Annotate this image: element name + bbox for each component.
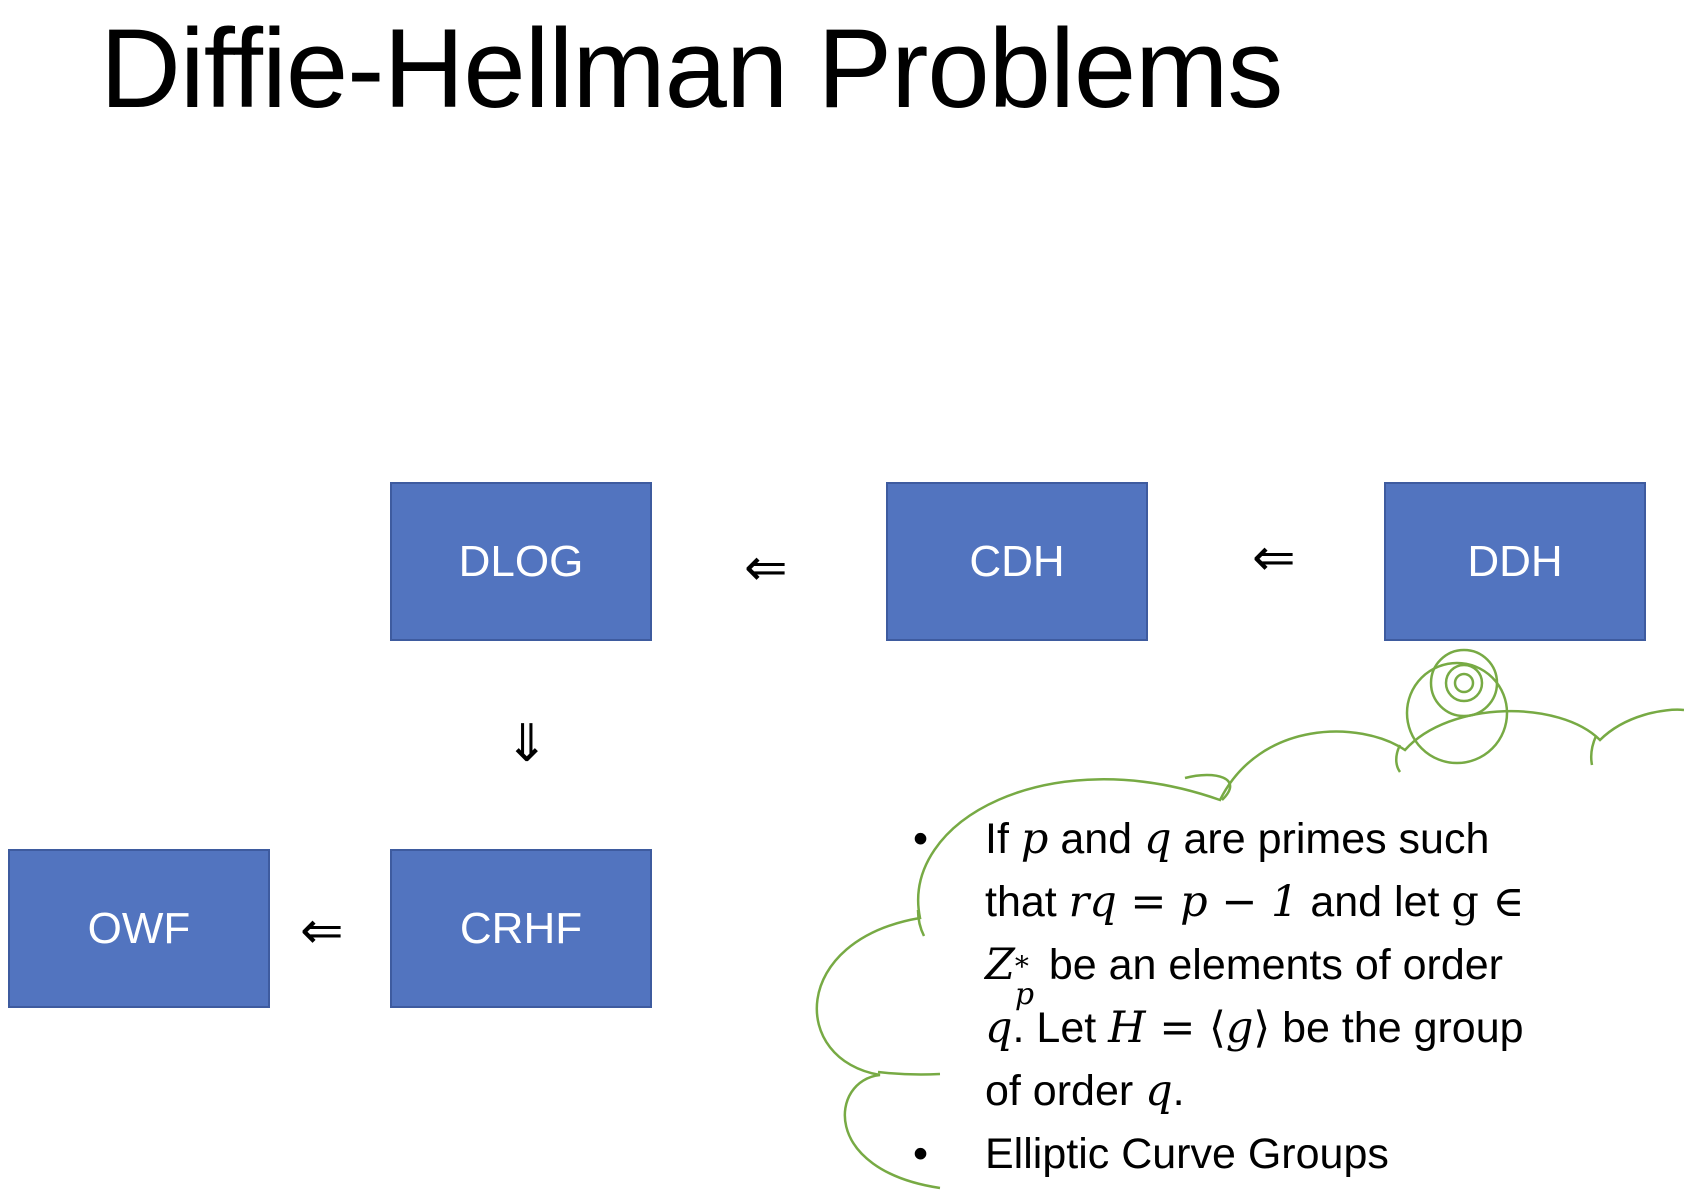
thought-bubble-large <box>1405 661 1509 765</box>
cloud-note-item-2: • Elliptic Curve Groups <box>913 1123 1684 1186</box>
ddh-label: DDH <box>1467 536 1563 586</box>
crhf-box: CRHF <box>390 849 652 1008</box>
note-text: and let <box>1298 878 1452 926</box>
math-Z-sub: p <box>1014 977 1035 1012</box>
thought-bubble-medium <box>1429 648 1499 718</box>
math-Z: Z <box>985 940 1015 990</box>
owf-box: OWF <box>8 849 270 1008</box>
crhf-label: CRHF <box>459 903 583 953</box>
cloud-inner-arc-3 <box>1589 735 1598 766</box>
note-text: ⟩ be the group <box>1253 1004 1524 1052</box>
math-q: q <box>1145 1066 1173 1116</box>
note-1-line-3: Z*p be an elements of order <box>985 934 1684 1012</box>
math-H: H <box>1108 1003 1146 1053</box>
cloud-inner-arc-2 <box>1395 744 1402 773</box>
note-text: of order <box>985 1067 1146 1115</box>
note-1-line-5: of order q. <box>985 1060 1684 1123</box>
implies-left-arrow-cdh-dlog: ⇐ <box>744 538 788 598</box>
math-p: p <box>1020 814 1049 864</box>
slide-title: Diffie-Hellman Problems <box>100 6 1283 131</box>
math-q: q <box>1144 814 1172 864</box>
cloud-inner-arc-5 <box>877 1070 941 1076</box>
math-g-in: g ∈ <box>1451 877 1525 927</box>
cdh-box: CDH <box>886 482 1148 641</box>
math-q: q <box>985 1003 1013 1053</box>
note-text: that <box>985 878 1069 926</box>
implies-left-arrow-ddh-cdh: ⇐ <box>1252 528 1296 588</box>
thought-bubble-small-ring <box>1444 663 1484 703</box>
cdh-label: CDH <box>969 536 1065 586</box>
ddh-box: DDH <box>1384 482 1646 641</box>
cloud-outline <box>815 708 1684 1190</box>
note-text: . Let <box>1012 1004 1109 1052</box>
implies-left-arrow-crhf-owf: ⇐ <box>300 901 344 961</box>
owf-label: OWF <box>87 903 191 953</box>
note-text: and <box>1048 815 1145 863</box>
math-equals-angle: = ⟨ <box>1145 1003 1226 1053</box>
math-g: g <box>1225 1003 1254 1053</box>
cloud-notes-list: • If p and q are primes such that rq = p… <box>913 808 1684 1186</box>
math-Z-sup: * <box>1014 950 1029 983</box>
note-text: are primes such <box>1171 815 1490 863</box>
math-rq: rq <box>1068 877 1117 927</box>
note-text: If <box>985 815 1021 863</box>
note-1-line-1: If p and q are primes such <box>985 808 1684 871</box>
math-equals: = <box>1116 877 1181 927</box>
dlog-label: DLOG <box>458 536 584 586</box>
note-text: . <box>1172 1067 1185 1115</box>
note-2-text: Elliptic Curve Groups <box>985 1130 1389 1178</box>
cloud-inner-arc-1 <box>1184 773 1232 801</box>
cloud-note-item-1: • If p and q are primes such that rq = p… <box>913 808 1684 1123</box>
note-1-line-4: q. Let H = ⟨g⟩ be the group <box>985 997 1684 1060</box>
bullet-2: • <box>913 1130 929 1178</box>
math-p-minus-1: p − 1 <box>1180 877 1299 927</box>
note-1-line-2: that rq = p − 1 and let g ∈ <box>985 871 1684 934</box>
note-text: be an elements of order <box>1036 941 1504 989</box>
thought-bubble-small <box>1453 672 1475 694</box>
cloud-inner-arc-4 <box>916 909 926 937</box>
bullet-1: • <box>913 815 929 863</box>
dlog-box: DLOG <box>390 482 652 641</box>
implies-down-arrow-dlog-crhf: ⇓ <box>505 714 549 774</box>
